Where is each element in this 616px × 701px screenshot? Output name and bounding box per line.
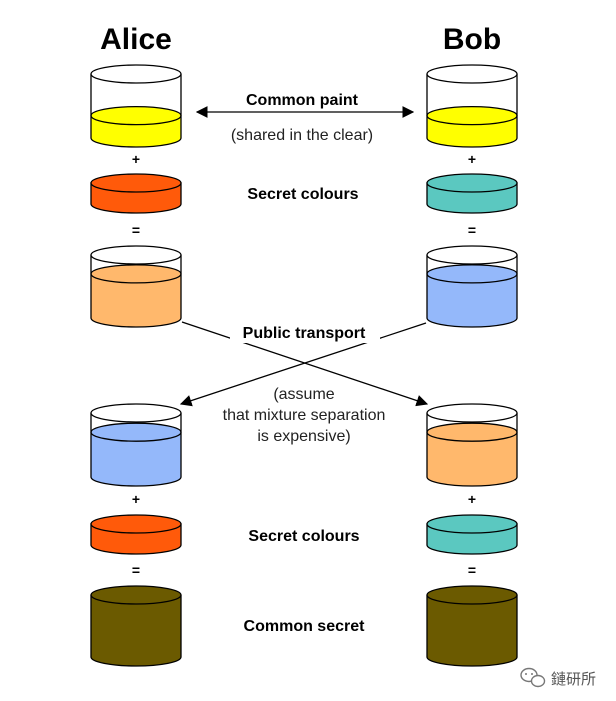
assume-note-line-1: (assume <box>273 386 334 403</box>
bob-plus-sign-top: + <box>468 151 476 167</box>
disc-top <box>90 173 182 193</box>
alice-received-mixture-beaker <box>90 403 182 487</box>
bob-plus-sign-bottom: + <box>468 491 476 507</box>
liquid-surface <box>426 264 518 284</box>
assume-note-line-3: is expensive) <box>257 428 350 445</box>
beaker-walls <box>90 74 182 148</box>
bob-received-mixture-beaker <box>426 403 518 487</box>
liquid-surface <box>90 105 182 126</box>
liquid-surface <box>426 422 518 442</box>
liquid-surface <box>90 264 182 284</box>
alice-common-secret-beaker <box>90 585 182 667</box>
beaker-walls <box>426 74 518 148</box>
bob-to-alice-transport-arrow <box>179 322 427 407</box>
alice-equals-sign-top: = <box>132 222 140 238</box>
bob-secret-colour-disc <box>426 173 518 214</box>
secret-colours-label-top: Secret colours <box>247 186 358 203</box>
disc-top <box>426 173 518 193</box>
beaker-walls <box>426 595 518 667</box>
beaker-rim <box>426 64 518 84</box>
bob-title: Bob <box>443 23 501 56</box>
liquid-fill <box>427 432 517 486</box>
beaker-walls <box>90 255 182 328</box>
secret-colours-label-bottom: Secret colours <box>248 528 359 545</box>
alice-plus-sign-top: + <box>132 151 140 167</box>
bob-equals-sign-top: = <box>468 222 476 238</box>
liquid-surface <box>426 105 518 126</box>
beaker-walls <box>90 595 182 667</box>
public-transport-label-backdrop <box>230 321 380 343</box>
alice-plus-sign-bottom: + <box>132 491 140 507</box>
liquid-fill <box>91 432 181 486</box>
assume-note-backdrop <box>262 383 346 403</box>
beaker-rim <box>90 64 182 84</box>
beaker-rim <box>90 403 182 423</box>
shared-in-clear-note: (shared in the clear) <box>231 127 373 144</box>
bob-common-secret-beaker <box>426 585 518 667</box>
bob-common-paint-beaker <box>426 64 518 148</box>
watermark: 鏈研所 <box>520 667 596 688</box>
beaker-walls <box>426 413 518 487</box>
bob-secret-colour-disc-2 <box>426 514 518 555</box>
common-secret-label: Common secret <box>244 618 366 635</box>
beaker-rim <box>426 245 518 265</box>
alice-equals-sign-bottom: = <box>132 562 140 578</box>
bob-mixture-beaker <box>426 245 518 328</box>
liquid-surface <box>90 422 182 442</box>
beaker-walls <box>426 255 518 328</box>
alice-mixture-beaker <box>90 245 182 328</box>
beaker-walls <box>90 413 182 487</box>
alice-secret-colour-disc-2 <box>90 514 182 555</box>
liquid-fill <box>91 595 181 666</box>
watermark-text: 鏈研所 <box>551 671 596 688</box>
public-transport-label: Public transport <box>243 325 366 342</box>
beaker-rim <box>426 585 518 605</box>
beaker-rim <box>426 403 518 423</box>
alice-title: Alice <box>100 23 172 56</box>
beaker-rim <box>90 585 182 605</box>
liquid-fill <box>427 595 517 666</box>
disc-top <box>90 514 182 534</box>
beaker-rim <box>90 245 182 265</box>
common-paint-label: Common paint <box>246 92 359 109</box>
disc-top <box>426 514 518 534</box>
wechat-icon <box>520 667 546 688</box>
alice-secret-colour-disc <box>90 173 182 214</box>
liquid-fill <box>427 273 517 327</box>
bob-equals-sign-bottom: = <box>468 562 476 578</box>
liquid-fill <box>91 273 181 327</box>
assume-note-line-2: that mixture separation <box>223 407 386 424</box>
alice-common-paint-beaker <box>90 64 182 148</box>
